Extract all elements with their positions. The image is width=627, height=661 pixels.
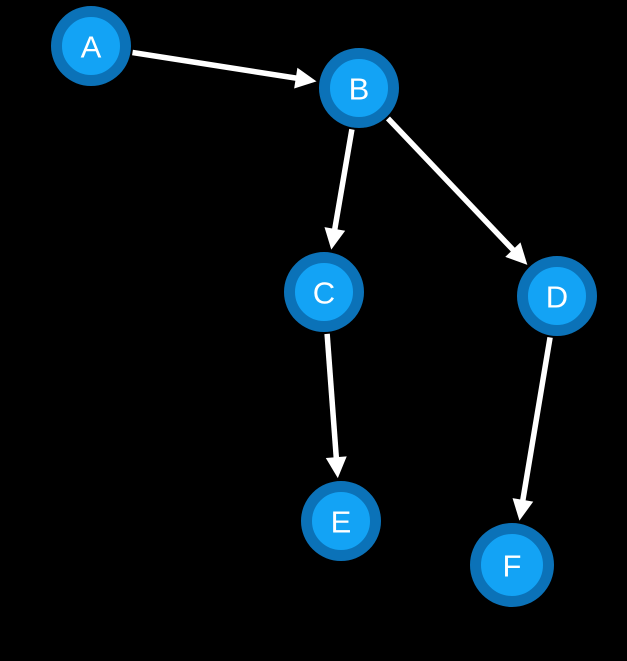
edge-arrowhead-icon bbox=[505, 242, 528, 265]
graph-edge bbox=[512, 336, 553, 521]
graph-node-d[interactable]: D bbox=[517, 256, 597, 336]
node-label: C bbox=[313, 276, 335, 311]
node-label: B bbox=[349, 72, 370, 107]
node-circle[interactable] bbox=[51, 6, 131, 86]
edge-line bbox=[519, 336, 553, 503]
edge-arrowhead-icon bbox=[325, 456, 347, 479]
graph-edge bbox=[324, 128, 355, 250]
nodes-layer: A B C D E F bbox=[51, 6, 597, 607]
graph-edge bbox=[324, 333, 347, 479]
edge-line bbox=[385, 116, 517, 253]
edge-line bbox=[132, 49, 299, 82]
edge-line bbox=[331, 128, 355, 232]
node-circle[interactable] bbox=[319, 48, 399, 128]
node-circle[interactable] bbox=[470, 523, 554, 607]
graph-edge bbox=[132, 49, 317, 89]
node-circle[interactable] bbox=[301, 481, 381, 561]
node-label: A bbox=[81, 30, 102, 65]
edge-arrowhead-icon bbox=[294, 67, 317, 89]
graph-node-a[interactable]: A bbox=[51, 6, 131, 86]
edge-line bbox=[324, 333, 340, 460]
node-circle[interactable] bbox=[284, 252, 364, 332]
edges-layer bbox=[132, 49, 553, 521]
edge-arrowhead-icon bbox=[512, 498, 534, 521]
graph-node-c[interactable]: C bbox=[284, 252, 364, 332]
graph-node-e[interactable]: E bbox=[301, 481, 381, 561]
node-circle[interactable] bbox=[517, 256, 597, 336]
node-label: D bbox=[546, 280, 568, 315]
graph-edge bbox=[385, 116, 528, 265]
graph-node-f[interactable]: F bbox=[470, 523, 554, 607]
node-label: E bbox=[331, 505, 352, 540]
node-label: F bbox=[503, 549, 522, 584]
edge-arrowhead-icon bbox=[324, 227, 346, 250]
graph-node-b[interactable]: B bbox=[319, 48, 399, 128]
